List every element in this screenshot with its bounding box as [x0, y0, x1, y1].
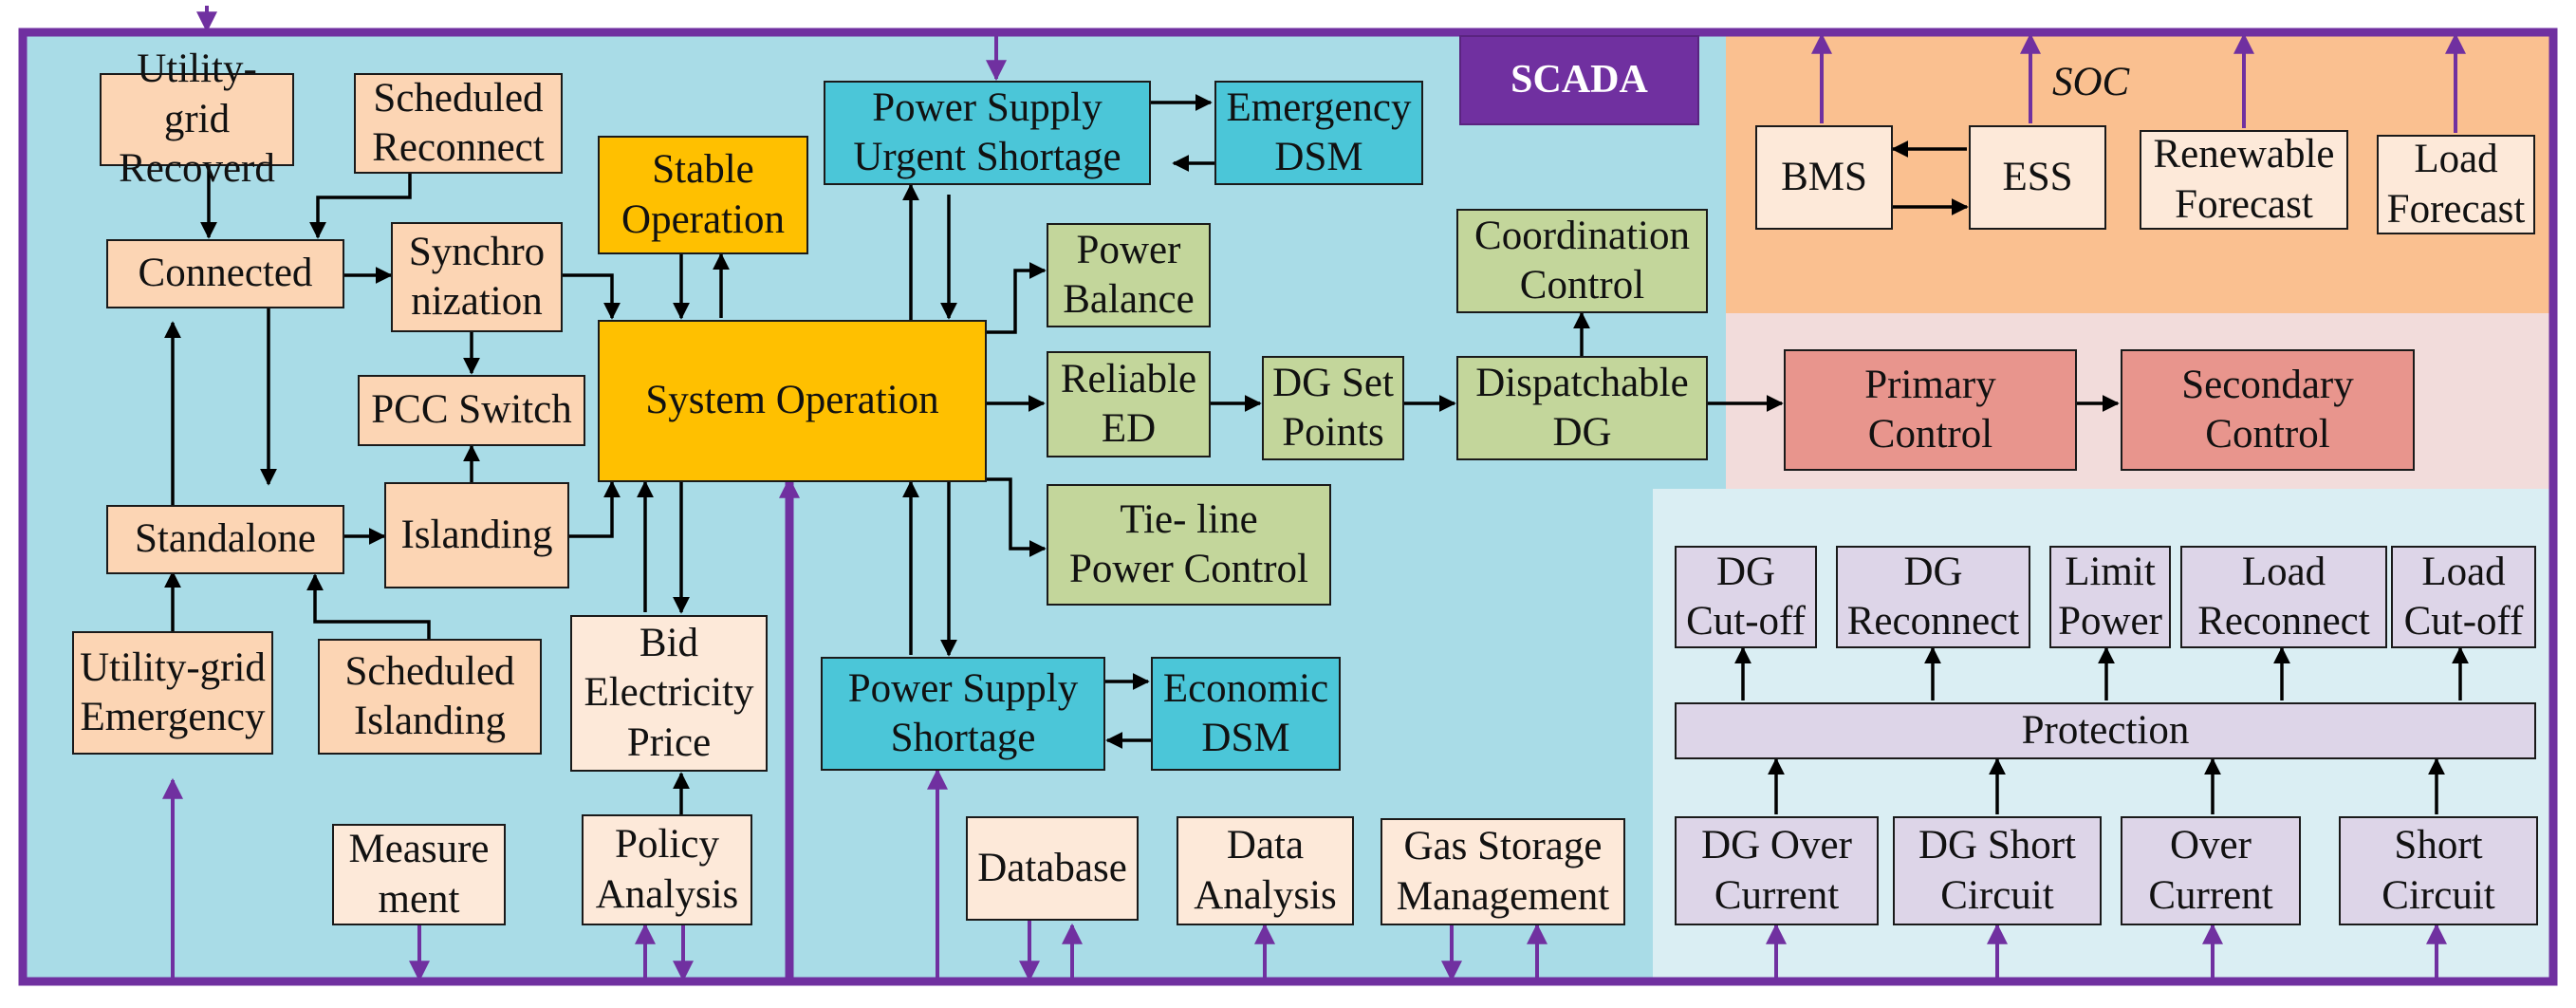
- dispatchable-dg-box: Dispatchable DG: [1456, 356, 1708, 460]
- load-cut-off-box: Load Cut-off: [2391, 546, 2536, 648]
- dg-short-circuit-box: DG Short Circuit: [1893, 816, 2102, 925]
- arrow-islanding-to-system-operation: [569, 480, 621, 538]
- tie-line-power-control-box: Tie- line Power Control: [1047, 484, 1331, 606]
- limit-power-box: Limit Power: [2049, 546, 2171, 648]
- over-current-box: Over Current: [2121, 816, 2301, 925]
- arrow-scheduled-islanding-to-standalone: [306, 573, 431, 639]
- utility-grid-recovered-box: Utility-grid Recoverd: [100, 47, 294, 191]
- coordination-control-box: Coordination Control: [1456, 209, 1708, 313]
- arrow-system-to-power-balance: [987, 262, 1047, 334]
- dg-over-current-box: DG Over Current: [1675, 816, 1879, 925]
- scheduled-islanding-box: Scheduled Islanding: [318, 639, 542, 755]
- power-supply-shortage-box: Power Supply Shortage: [821, 657, 1105, 771]
- synchronization-box: Synchro nization: [391, 222, 563, 332]
- dg-cut-off-box: DG Cut-off: [1675, 546, 1817, 648]
- power-supply-urgent-shortage-box: Power Supply Urgent Shortage: [824, 81, 1151, 185]
- measurement-box: Measure ment: [332, 824, 506, 925]
- protection-box: Protection: [1675, 702, 2536, 759]
- gas-storage-management-box: Gas Storage Management: [1381, 818, 1625, 925]
- power-balance-box: Power Balance: [1047, 223, 1211, 327]
- stable-operation-box: Stable Operation: [598, 136, 808, 254]
- policy-analysis-box: Policy Analysis: [582, 814, 752, 925]
- utility-grid-emergency-box: Utility-grid Emergency: [72, 631, 273, 755]
- load-forecast-box: Load Forecast: [2377, 135, 2535, 234]
- reliable-ed-box: Reliable ED: [1047, 351, 1211, 457]
- dg-reconnect-box: DG Reconnect: [1836, 546, 2030, 648]
- emergency-dsm-box: Emergency DSM: [1214, 81, 1423, 185]
- primary-control-box: Primary Control: [1784, 349, 2077, 471]
- arrow-system-to-tie-line: [987, 477, 1047, 557]
- bid-electricity-price-box: Bid Electricity Price: [570, 615, 768, 772]
- scada-label: SCADA: [1459, 35, 1699, 125]
- system-operation-box: System Operation: [598, 320, 987, 482]
- secondary-control-box: Secondary Control: [2121, 349, 2415, 471]
- scheduled-reconnect-box: Scheduled Reconnect: [354, 73, 563, 174]
- database-box: Database: [966, 816, 1139, 921]
- load-reconnect-box: Load Reconnect: [2180, 546, 2387, 648]
- islanding-box: Islanding: [384, 482, 569, 588]
- data-analysis-box: Data Analysis: [1177, 816, 1354, 925]
- short-circuit-box: Short Circuit: [2339, 816, 2538, 925]
- soc-label: SOC: [2052, 60, 2130, 104]
- pcc-switch-box: PCC Switch: [358, 375, 585, 446]
- arrow-synchronization-to-system-operation: [563, 273, 621, 320]
- economic-dsm-box: Economic DSM: [1151, 657, 1341, 771]
- arrow-reconnect-to-connected: [309, 174, 412, 239]
- ess-box: ESS: [1969, 125, 2106, 230]
- bms-box: BMS: [1755, 125, 1893, 230]
- renewable-forecast-box: Renewable Forecast: [2140, 130, 2348, 230]
- connected-box: Connected: [106, 239, 344, 308]
- standalone-box: Standalone: [106, 505, 344, 574]
- dg-set-points-box: DG Set Points: [1262, 356, 1404, 460]
